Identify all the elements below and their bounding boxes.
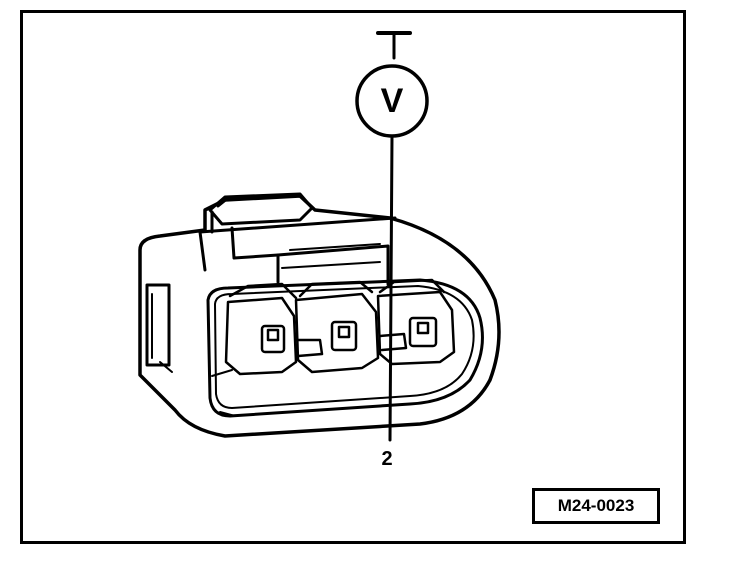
voltmeter-symbol-label: V [380,82,404,120]
connector-housing-icon [138,192,501,438]
figure-frame [20,10,686,544]
figure-reference-code: M24-0023 [532,488,660,524]
terminal-callout-label: 2 [381,448,393,470]
ground-symbol-icon [376,31,412,60]
